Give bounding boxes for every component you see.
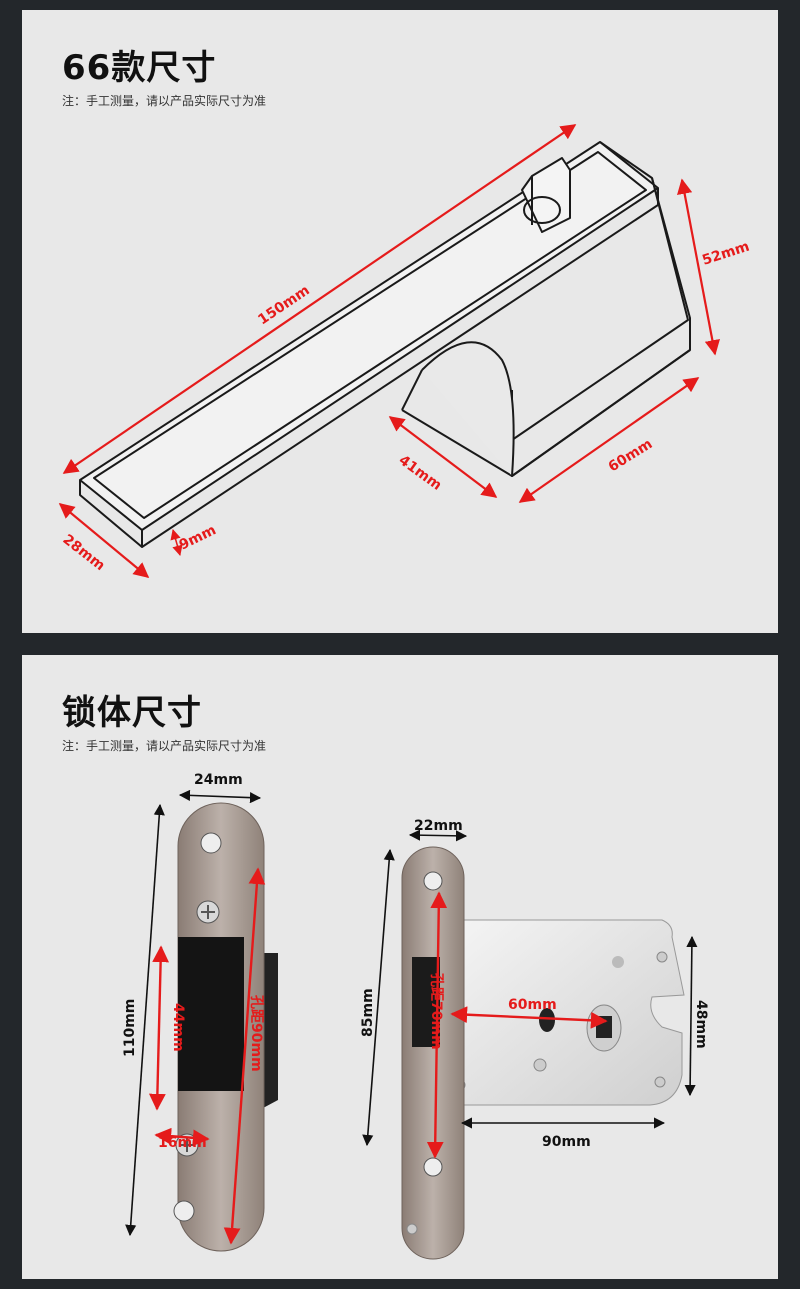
dim-case-width-90: 90mm [542,1134,591,1150]
dim-strike-width-24: 24mm [194,772,243,788]
dim-strike-hole-spacing-90: 孔距90mm [248,995,264,1072]
dim-face-width-22: 22mm [414,818,463,834]
dim-lock-hole-spacing-70: 孔距70mm [428,973,444,1050]
dim-pocket-width-16: 16mm [158,1135,207,1151]
strike-pocket [178,937,244,1091]
dim-thickness-9: 9mm [177,522,219,553]
lockbody-section-title: 锁体尺寸 [62,693,202,733]
dim-face-height-85: 85mm [360,988,376,1037]
handle-outline [79,141,691,548]
handle-measurement-note: 注：手工测量，请以产品实际尺寸为准 [62,94,267,108]
dim-height-52: 52mm [700,239,751,269]
lockbody-drawing: 24mm 110mm 22mm 85mm 90mm 48mm 44mm 孔距90… [122,772,709,1260]
handle-drawing: 150mm 52mm 60mm 41mm 28mm 9mm [58,124,752,578]
handle-dimension-arrows [58,124,720,578]
dim-neck-41: 41mm [396,452,445,494]
lockbody-dimension-panel: 锁体尺寸 注：手工测量，请以产品实际尺寸为准 [22,655,778,1279]
dim-pocket-height-44: 44mm [170,1003,186,1052]
strike-screw-hole-bottom [173,1200,195,1222]
dim-strike-height-110: 110mm [122,999,138,1057]
dim-length-150: 150mm [255,282,312,328]
mortise-lock [401,846,685,1260]
lockbody-measurement-note: 注：手工测量，请以产品实际尺寸为准 [62,739,267,753]
handle-section-title: 66款尺寸 [62,48,217,88]
handle-dimension-panel: 66款尺寸 注：手工测量，请以产品实际尺寸为准 [22,10,778,633]
strike-screw-hole-top [200,832,222,854]
lockbody-dimension-arrows [125,789,698,1237]
dim-base-60: 60mm [606,436,656,475]
dim-case-height-48: 48mm [693,1000,709,1049]
dim-backset-60: 60mm [508,997,557,1013]
